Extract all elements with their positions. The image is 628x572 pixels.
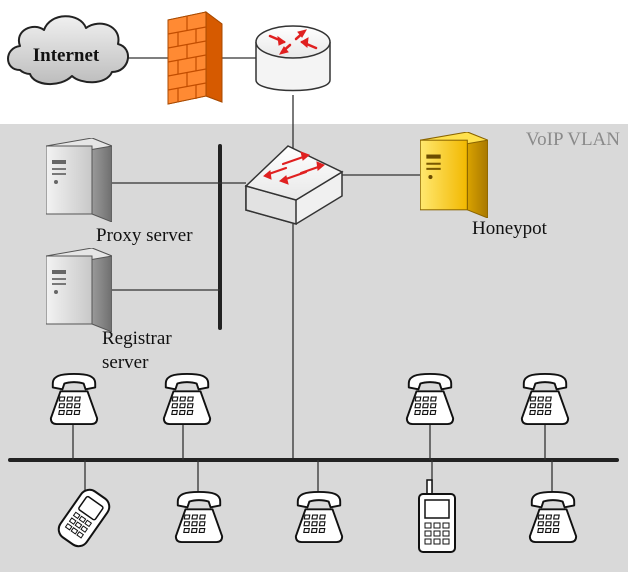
cordless-phone-icon bbox=[418, 479, 456, 553]
server-icon bbox=[46, 138, 112, 222]
switch bbox=[244, 145, 344, 225]
server-icon bbox=[420, 132, 488, 218]
router-icon bbox=[255, 25, 331, 92]
mobile-phone-icon bbox=[57, 488, 111, 548]
registrar-server-label-line1: Registrar bbox=[102, 328, 172, 349]
phone-drops-lower bbox=[84, 460, 553, 492]
router bbox=[255, 25, 331, 92]
proxy-server: Proxy server bbox=[46, 138, 193, 246]
desk-phone-icon bbox=[49, 372, 99, 426]
desk-phone-icon bbox=[162, 372, 212, 426]
firewall bbox=[167, 11, 223, 105]
honeypot: Honeypot bbox=[420, 132, 548, 239]
registrar-server-label-line2: server bbox=[102, 352, 149, 373]
phone-drops-upper bbox=[72, 425, 546, 460]
desk-phone-icon bbox=[520, 372, 570, 426]
desk-phone-icon bbox=[174, 490, 224, 544]
internet-label: Internet bbox=[33, 45, 100, 66]
proxy-server-label: Proxy server bbox=[96, 225, 193, 246]
honeypot-label: Honeypot bbox=[472, 218, 548, 239]
vlan-label: VoIP VLAN bbox=[526, 129, 620, 150]
registrar-server: Registrar server bbox=[46, 248, 172, 373]
server-icon bbox=[46, 248, 112, 332]
switch-icon bbox=[244, 145, 344, 225]
firewall-icon bbox=[167, 11, 223, 105]
desk-phone-icon bbox=[528, 490, 578, 544]
cloud-icon bbox=[7, 15, 129, 85]
desk-phone-icon bbox=[405, 372, 455, 426]
internet-cloud: Internet bbox=[7, 15, 129, 85]
desk-phone-icon bbox=[294, 490, 344, 544]
